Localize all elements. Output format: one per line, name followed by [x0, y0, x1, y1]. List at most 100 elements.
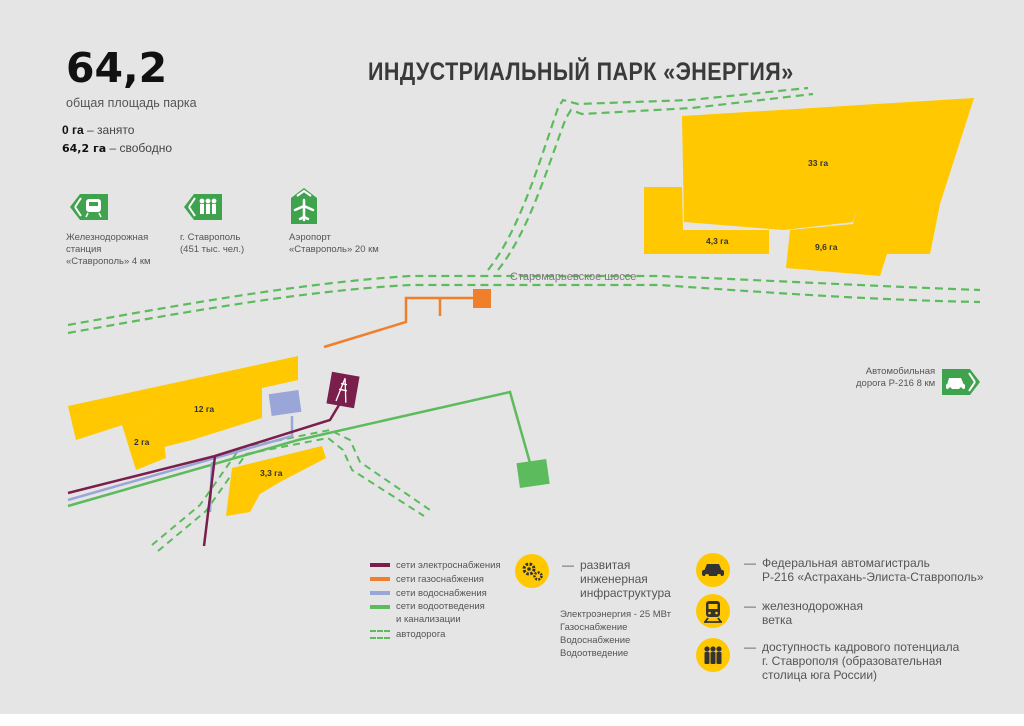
sewer-station	[516, 459, 550, 488]
water-station	[268, 390, 302, 416]
legend-label: сети водоотведения и канализации	[396, 600, 485, 626]
occupied-stat: 0 га – занято	[62, 123, 134, 137]
plot-12	[68, 356, 298, 448]
gas-line	[323, 296, 474, 349]
legend-swatch	[370, 563, 390, 567]
infrastructure-detail: Водоотведение	[560, 648, 629, 659]
occupied-value: 0 га	[62, 123, 84, 137]
feature-workforce: — доступность кадрового потенциала г. Ст…	[744, 640, 959, 682]
legend-label: сети водоснабжения	[396, 587, 487, 599]
infrastructure-title-text: развитая инженерная инфраструктура	[580, 558, 671, 600]
feature-dash: —	[744, 556, 756, 570]
distance-highway-line: дорога Р-216 8 км	[856, 378, 936, 389]
plot-2	[122, 413, 166, 470]
total-area-label: общая площадь парка	[66, 96, 197, 110]
infrastructure-title-line: развитая	[580, 558, 631, 572]
legend-label: сети газоснабжения	[396, 573, 484, 585]
people-icon	[696, 638, 730, 672]
feature-text: Федеральная автомагистраль Р-216 «Астрах…	[762, 556, 984, 584]
sewer-line	[67, 390, 534, 508]
feature-line: столица юга России)	[762, 668, 878, 682]
electric-line	[67, 399, 344, 547]
free-value: 64,2 га	[62, 142, 107, 155]
free-stat: 64,2 га – свободно	[62, 141, 172, 155]
plot-9-6	[786, 204, 940, 276]
road-south	[151, 428, 431, 552]
feature-line: Р-216 «Астрахань-Элиста-Ставрополь»	[762, 570, 984, 584]
road-north	[487, 86, 814, 271]
infrastructure-title-row: — развитая инженерная инфраструктура	[562, 558, 671, 600]
legend-item-road: автодорога	[370, 626, 501, 642]
infrastructure-detail: Газоснабжение	[560, 622, 628, 633]
legend-item-sewer: сети водоотведения и канализации	[370, 600, 501, 626]
airplane-sign-icon	[291, 188, 317, 224]
legend: сети электроснабжения сети газоснабжения…	[370, 558, 501, 642]
distance-city-line: г. Ставрополь	[180, 232, 241, 243]
plot-3-3-label: 3,3 га	[260, 468, 283, 478]
infrastructure-dash: —	[562, 558, 574, 572]
free-label: – свободно	[109, 141, 172, 155]
infrastructure-details: Электроэнергия - 25 МВт Газоснабжение Во…	[560, 608, 671, 660]
feature-highway: — Федеральная автомагистраль Р-216 «Астр…	[744, 556, 984, 584]
occupied-label: – занято	[87, 123, 135, 137]
distance-train-line: Железнодорожная	[66, 232, 149, 243]
plot-33	[682, 98, 974, 230]
legend-swatch	[370, 605, 390, 609]
car-icon	[696, 553, 730, 587]
distance-airport-line: Аэропорт	[289, 232, 331, 243]
plot-4-3	[644, 187, 769, 254]
legend-label: сети электроснабжения	[396, 559, 501, 571]
feature-text: железнодорожная ветка	[762, 599, 863, 627]
distance-train-line: «Ставрополь» 4 км	[66, 256, 151, 267]
legend-label-line: и канализации	[396, 614, 461, 625]
legend-item-electric: сети электроснабжения	[370, 558, 501, 572]
feature-dash: —	[744, 599, 756, 613]
distance-airport-line: «Ставрополь» 20 км	[289, 244, 379, 255]
road-main	[67, 274, 981, 335]
distance-airport: Аэропорт «Ставрополь» 20 км	[289, 232, 379, 256]
car-sign-icon	[942, 369, 980, 395]
distance-highway-line: Автомобильная	[865, 366, 936, 377]
distance-city-line: (451 тыс. чел.)	[180, 244, 245, 255]
distance-train-line: станция	[66, 244, 102, 255]
train-icon	[696, 594, 730, 628]
train-sign-icon	[70, 194, 108, 220]
legend-swatch	[370, 577, 390, 581]
total-area-value: 64,2	[66, 44, 168, 92]
distance-highway: Автомобильная дорога Р-216 8 км	[856, 366, 935, 390]
plot-9-6-label: 9,6 га	[815, 242, 838, 252]
feature-line: ветка	[762, 613, 793, 627]
feature-railway: — железнодорожная ветка	[744, 599, 863, 627]
plot-3-3	[226, 446, 326, 516]
plots	[68, 98, 974, 516]
feature-line: г. Ставрополя (образовательная	[762, 654, 942, 668]
legend-swatch-dashed	[370, 629, 390, 639]
infrastructure-detail: Водоснабжение	[560, 635, 631, 646]
legend-item-water: сети водоснабжения	[370, 586, 501, 600]
infrastructure-detail: Электроэнергия - 25 МВт	[560, 609, 672, 620]
power-station	[326, 371, 360, 409]
plot-12-label: 12 га	[194, 404, 215, 414]
people-sign-icon	[184, 194, 222, 220]
feature-line: Федеральная автомагистраль	[762, 556, 930, 570]
distance-train: Железнодорожная станция «Ставрополь» 4 к…	[66, 232, 151, 268]
plot-33-label: 33 га	[808, 158, 829, 168]
infrastructure-title-line: инфраструктура	[580, 586, 671, 600]
infrastructure-title-line: инженерная	[580, 572, 648, 586]
plot-substation-area	[473, 289, 491, 308]
legend-item-gas: сети газоснабжения	[370, 572, 501, 586]
feature-line: доступность кадрового потенциала	[762, 640, 960, 654]
road-name-label: Старомарьевское шоссе	[510, 271, 637, 283]
gears-icon	[515, 554, 549, 588]
plot-4-3-label: 4,3 га	[706, 236, 729, 246]
legend-label-line: сети водоотведения	[396, 601, 485, 612]
feature-dash: —	[744, 640, 756, 654]
legend-label: автодорога	[396, 628, 446, 640]
infrastructure-title: — развитая инженерная инфраструктура	[562, 558, 671, 600]
distance-city: г. Ставрополь (451 тыс. чел.)	[180, 232, 244, 256]
page-title: ИНДУСТРИАЛЬНЫЙ ПАРК «ЭНЕРГИЯ»	[368, 58, 794, 86]
feature-text: доступность кадрового потенциала г. Став…	[762, 640, 959, 682]
plot-2-label: 2 га	[134, 437, 150, 447]
